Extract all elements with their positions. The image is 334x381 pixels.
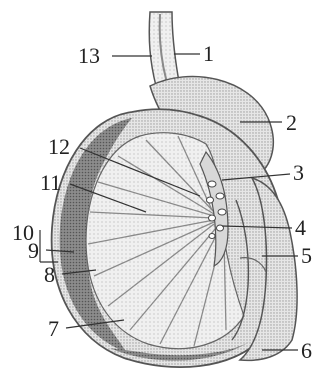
label-11: 11 (40, 170, 61, 195)
label-1: 1 (203, 41, 214, 66)
label-5: 5 (301, 243, 312, 268)
label-3: 3 (293, 160, 304, 185)
label-12: 12 (48, 134, 70, 159)
label-4: 4 (295, 215, 306, 240)
label-7: 7 (48, 316, 59, 341)
label-6: 6 (301, 338, 312, 363)
label-10: 10 (12, 220, 34, 245)
label-2: 2 (286, 110, 297, 135)
label-13: 13 (78, 43, 100, 68)
label-8: 8 (44, 262, 55, 287)
